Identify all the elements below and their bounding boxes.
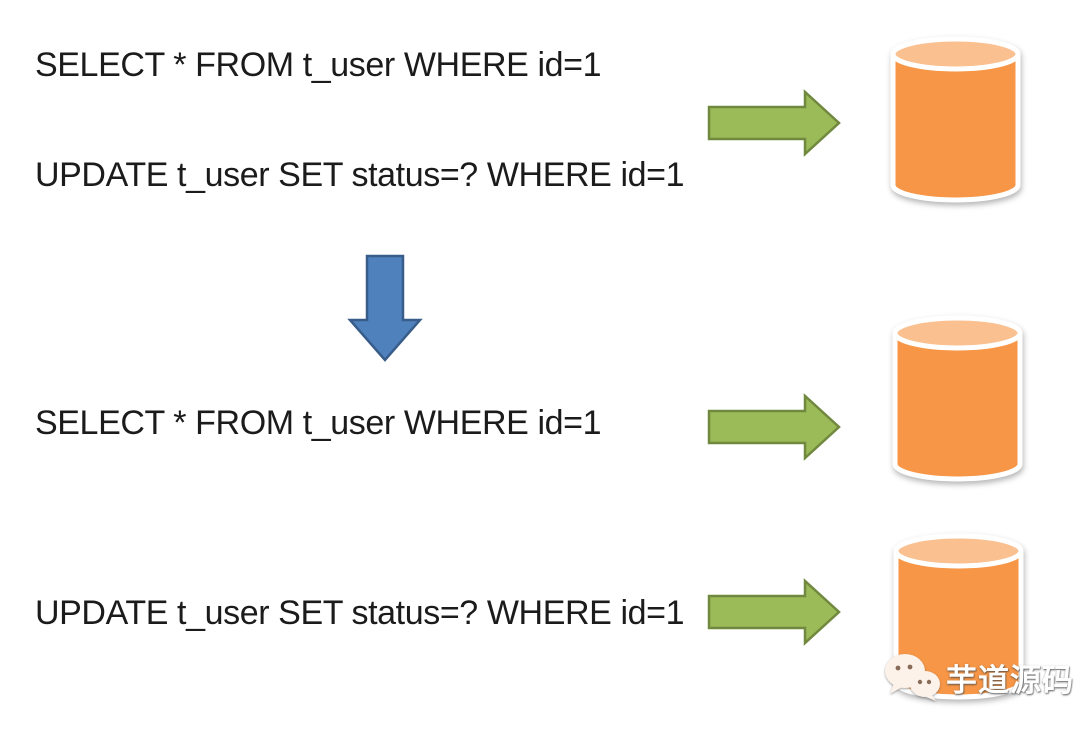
watermark-label: 芋道源码 — [946, 662, 1074, 698]
watermark: 芋道源码 — [884, 652, 1074, 702]
sql-select-after: SELECT * FROM t_user WHERE id=1 — [35, 404, 602, 442]
right-arrow-icon — [707, 89, 841, 157]
right-arrow-icon — [707, 578, 841, 646]
wechat-small-bubble — [910, 671, 940, 701]
wechat-logo-icon — [885, 654, 940, 701]
sql-select-before: SELECT * FROM t_user WHERE id=1 — [35, 46, 602, 84]
database-cylinder-icon — [887, 33, 1024, 208]
right-arrow-icon — [707, 393, 841, 461]
down-arrow-icon — [347, 254, 423, 362]
database-top — [892, 315, 1023, 351]
database-top — [893, 533, 1024, 569]
sql-update-before: UPDATE t_user SET status=? WHERE id=1 — [35, 156, 685, 194]
right-arrow-shape — [707, 393, 841, 461]
sql-update-after: UPDATE t_user SET status=? WHERE id=1 — [35, 594, 685, 632]
database-top — [890, 36, 1021, 72]
right-arrow-shape — [707, 89, 841, 157]
right-arrow-shape — [707, 578, 841, 646]
down-arrow-shape — [347, 254, 423, 362]
database-cylinder-icon — [890, 530, 1027, 705]
database-cylinder-icon — [889, 312, 1026, 487]
